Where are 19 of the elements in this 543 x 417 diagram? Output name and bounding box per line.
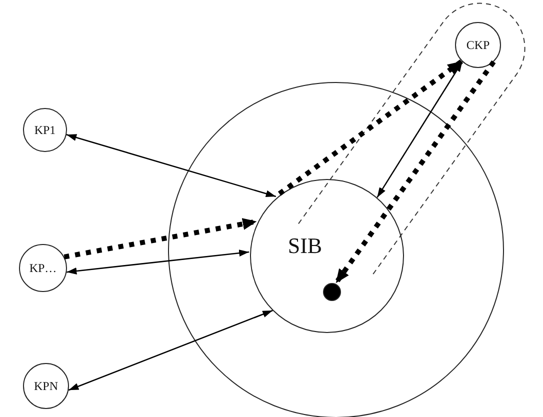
arrow [334, 60, 496, 285]
arrow [66, 250, 250, 274]
node-circle [23, 108, 67, 152]
filled-dot [323, 283, 341, 301]
arrow [66, 134, 276, 198]
node-circle [23, 363, 69, 409]
arrow [278, 59, 464, 196]
node-circle [19, 244, 67, 292]
arrow [64, 218, 258, 260]
arrow [376, 61, 463, 198]
node-label: CKP [466, 38, 490, 52]
node-label: KP1 [34, 122, 56, 138]
node-label: KPN [34, 378, 58, 394]
node-circle [455, 22, 501, 68]
node-label: KP… [29, 260, 57, 276]
arrow [68, 310, 273, 391]
node-label: SIB [288, 233, 322, 259]
outer-circle [168, 82, 504, 417]
node-circle [250, 179, 404, 333]
